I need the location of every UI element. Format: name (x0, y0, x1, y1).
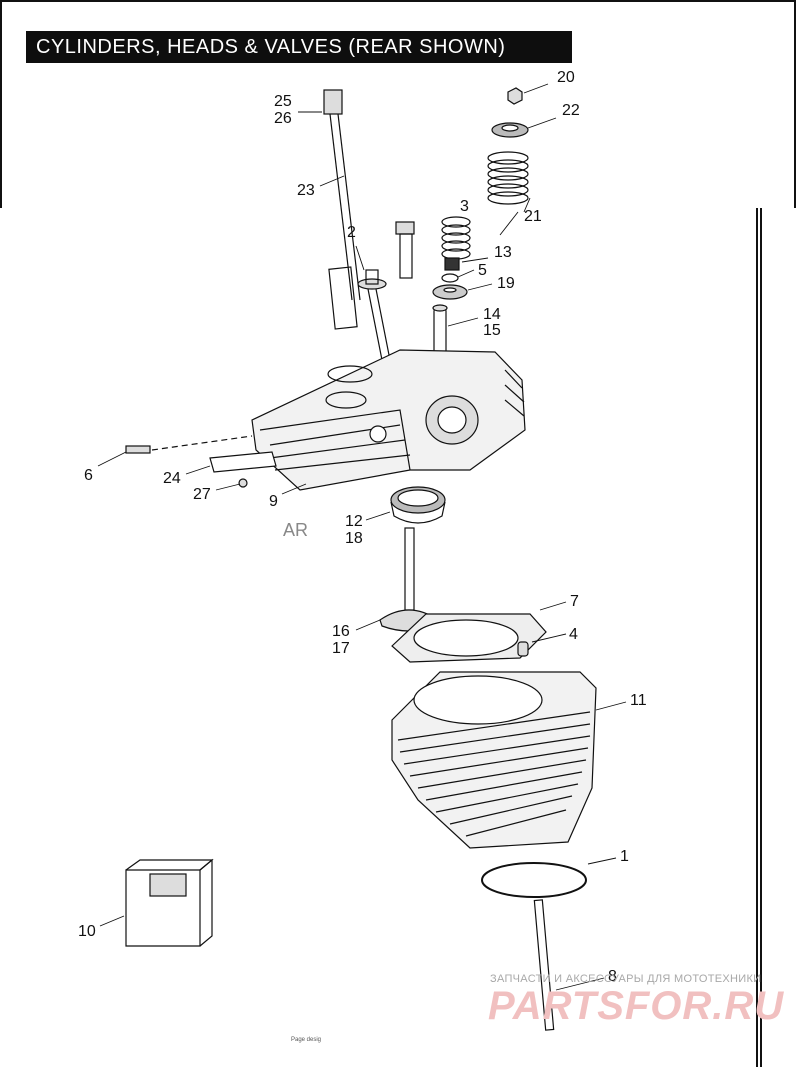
callout-12: 12 (345, 513, 363, 530)
callout-18: 18 (345, 530, 363, 547)
callout-13: 13 (494, 244, 512, 261)
cylinder (391, 671, 597, 849)
callout-7: 7 (570, 593, 579, 610)
direction-label: AR (283, 520, 309, 540)
watermark-logo: PARTSFOR.RU (488, 984, 785, 1028)
callout-16: 16 (332, 623, 350, 640)
head-gasket (391, 613, 547, 663)
callout-6: 6 (84, 467, 93, 484)
stud (125, 435, 253, 454)
callout-17: 17 (332, 640, 350, 657)
valve-stem-seal (444, 257, 460, 271)
callout-27: 27 (193, 486, 211, 503)
callout-14: 14 (483, 306, 501, 323)
valve-guide (432, 304, 448, 357)
callout-9: 9 (269, 493, 278, 510)
leader-lines (97, 83, 627, 991)
callout-8: 8 (608, 968, 617, 985)
screw (238, 478, 248, 488)
valve-guide-short (395, 221, 415, 279)
callout-21: 21 (524, 208, 542, 225)
callout-1: 1 (620, 848, 629, 865)
callout-2: 2 (347, 224, 356, 241)
valve-seat-ring (390, 486, 446, 524)
watermark-tagline: ЗАПЧАСТИ И АКСЕССУАРЫ ДЛЯ МОТОТЕХНИКИ (490, 973, 762, 985)
callout-5: 5 (478, 262, 487, 279)
inner-valve-spring (441, 216, 471, 260)
pushrod-guide (357, 269, 391, 361)
o-ring (481, 862, 587, 898)
page-frame-top (0, 0, 796, 208)
callout-11: 11 (630, 692, 647, 709)
name-plate (209, 451, 277, 473)
callout-26: 26 (274, 110, 292, 127)
callout-10: 10 (78, 923, 96, 940)
spring-seat (432, 284, 468, 300)
sensor-tube (323, 89, 361, 330)
dowel (517, 641, 529, 657)
callout-24: 24 (163, 470, 181, 487)
callout-4: 4 (569, 626, 578, 643)
callout-25: 25 (274, 93, 292, 110)
footer-text: Page desig (291, 1037, 322, 1043)
valve-keeper-nut (507, 87, 523, 105)
page-title: CYLINDERS, HEADS & VALVES (REAR SHOWN) (26, 31, 572, 63)
gasket-kit-box (125, 858, 214, 947)
callout-20: 20 (557, 69, 575, 86)
spring-retainer (491, 122, 529, 138)
callout-19: 19 (497, 275, 515, 292)
page-frame-right (756, 208, 762, 1067)
long-dowel (533, 899, 555, 1031)
callout-3: 3 (460, 198, 469, 215)
outer-valve-spring (487, 151, 529, 205)
callout-15: 15 (483, 322, 501, 339)
callout-22: 22 (562, 102, 580, 119)
washer (441, 273, 459, 283)
cylinder-head (251, 349, 526, 491)
callout-23: 23 (297, 182, 315, 199)
